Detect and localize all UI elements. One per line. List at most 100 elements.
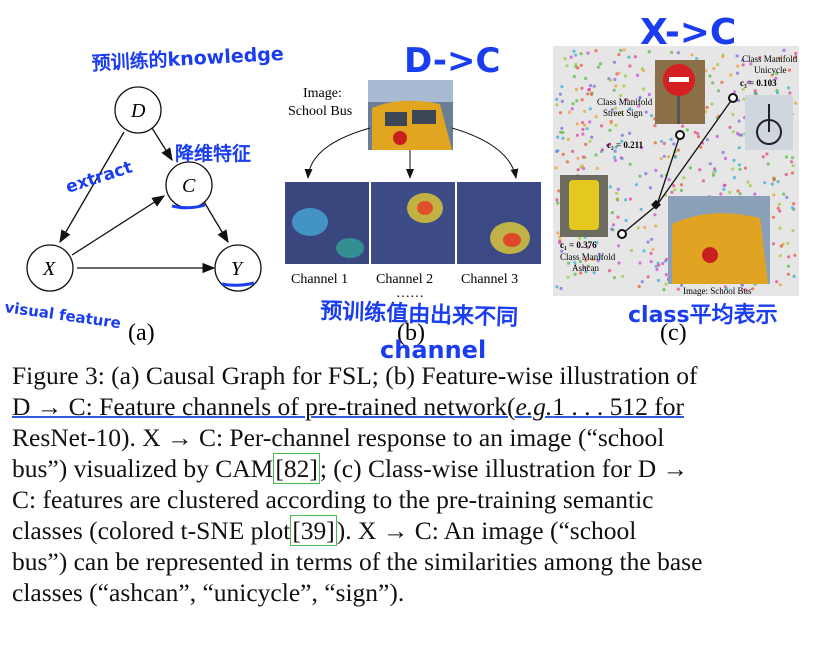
edge-d-c xyxy=(151,127,173,162)
tsne-point xyxy=(662,154,666,158)
tsne-point xyxy=(617,261,621,265)
tsne-point xyxy=(619,111,623,115)
tsne-point xyxy=(583,266,587,270)
annotation-class-avg: class平均表示 xyxy=(628,302,778,328)
tsne-point xyxy=(588,120,592,124)
tsne-point xyxy=(620,139,624,143)
tsne-point xyxy=(555,103,559,107)
tsne-point xyxy=(693,130,697,134)
tsne-point xyxy=(574,53,578,57)
tsne-point xyxy=(786,241,790,245)
tsne-point xyxy=(790,156,795,160)
tsne-point xyxy=(779,244,784,248)
tsne-point xyxy=(696,135,701,139)
tsne-point xyxy=(580,98,584,102)
annotation-channel-2: channel xyxy=(380,336,486,364)
c-underline xyxy=(171,203,206,210)
tsne-point xyxy=(741,58,745,63)
tsne-point xyxy=(595,241,599,245)
tsne-point xyxy=(763,181,767,185)
tsne-point xyxy=(579,63,583,67)
caption-line-2: D → C: Feature channels of pre-trained n… xyxy=(12,392,685,421)
tsne-point xyxy=(649,114,654,118)
channel-ellipsis: …… xyxy=(396,286,424,301)
caption-line-4: bus”) visualized by CAM[82]; (c) Class-w… xyxy=(12,453,689,484)
tsne-point xyxy=(580,86,584,90)
citation-39[interactable]: [39] xyxy=(290,515,337,546)
tsne-point xyxy=(749,62,753,66)
caption-line-6: classes (colored t-SNE plot[39]). X → C:… xyxy=(12,515,637,546)
tsne-point xyxy=(679,183,684,187)
tsne-point xyxy=(670,50,674,54)
manifold-ashcan-label-2: Ashcan xyxy=(572,263,599,273)
unicycle-image xyxy=(745,95,793,150)
tsne-point xyxy=(600,124,604,128)
tsne-point xyxy=(662,141,666,146)
tsne-point xyxy=(613,77,617,82)
tsne-point xyxy=(735,54,739,58)
tsne-point xyxy=(786,272,791,276)
node-x xyxy=(26,244,74,292)
panel-a-label: (a) xyxy=(128,320,155,346)
tsne-point xyxy=(782,48,786,53)
manifold-sign-label-1: Class Manifold xyxy=(597,97,653,107)
caption-line-1: Figure 3: (a) Causal Graph for FSL; (b) … xyxy=(12,361,698,390)
tsne-point xyxy=(565,160,570,164)
tsne-point xyxy=(641,68,646,73)
tsne-point xyxy=(586,92,590,96)
tsne-point xyxy=(754,92,758,96)
tsne-point xyxy=(575,133,580,137)
tsne-point xyxy=(786,264,791,268)
tsne-point xyxy=(638,95,642,99)
tsne-point xyxy=(653,213,657,217)
tsne-point xyxy=(672,142,676,146)
tsne-point xyxy=(555,198,559,202)
tsne-point xyxy=(747,80,751,84)
tsne-point xyxy=(778,254,783,258)
tsne-point xyxy=(669,137,673,141)
tsne-point xyxy=(619,48,623,53)
tsne-point xyxy=(695,57,699,61)
tsne-point xyxy=(792,202,796,206)
tsne-point xyxy=(654,168,658,172)
school-bus-image-c xyxy=(668,196,770,284)
tsne-point xyxy=(563,57,567,61)
tsne-point xyxy=(771,242,776,246)
tsne-point xyxy=(614,191,619,195)
tsne-point xyxy=(625,98,629,102)
node-x-label: X xyxy=(42,258,56,280)
tsne-point xyxy=(617,53,621,57)
tsne-point xyxy=(772,193,776,197)
ashcan-image xyxy=(560,175,608,237)
tsne-point xyxy=(617,71,621,75)
tsne-point xyxy=(571,102,575,106)
tsne-point xyxy=(565,64,569,68)
tsne-point xyxy=(788,91,792,95)
tsne-point xyxy=(770,73,774,77)
tsne-point xyxy=(731,130,735,134)
citation-82[interactable]: [82] xyxy=(273,453,320,484)
tsne-point xyxy=(751,287,755,291)
tsne-point xyxy=(737,146,741,150)
tsne-point xyxy=(638,174,642,178)
tsne-point xyxy=(556,201,560,205)
tsne-point xyxy=(586,51,590,55)
tsne-point xyxy=(778,56,782,60)
tsne-point xyxy=(637,284,641,289)
tsne-point xyxy=(610,108,614,112)
tsne-point xyxy=(619,156,623,160)
tsne-point xyxy=(659,139,664,143)
tsne-point xyxy=(742,97,746,101)
tsne-point xyxy=(576,156,580,160)
tsne-point xyxy=(716,62,720,67)
edge-x-c xyxy=(71,195,166,256)
tsne-point xyxy=(664,257,669,262)
tsne-point xyxy=(599,255,603,259)
tsne-point xyxy=(600,148,605,152)
tsne-point xyxy=(647,92,652,97)
tsne-point xyxy=(761,155,765,159)
tsne-point xyxy=(566,275,570,279)
node-c-label: C xyxy=(182,175,196,197)
tsne-point xyxy=(568,110,572,114)
tsne-point xyxy=(581,121,585,125)
